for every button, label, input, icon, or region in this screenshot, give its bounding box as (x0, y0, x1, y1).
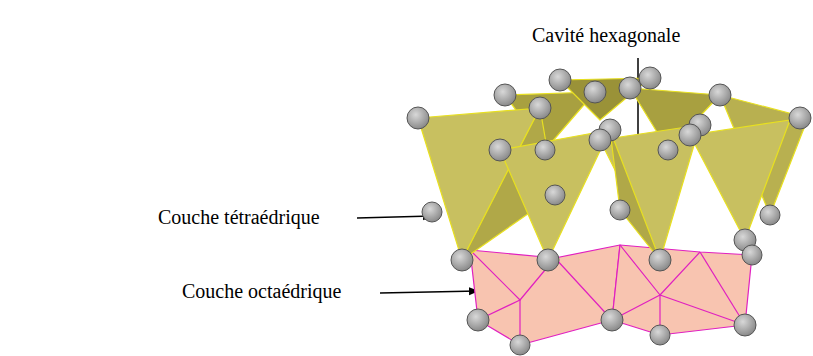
layer-label: Couche tétraédrique (158, 206, 320, 228)
layer-label: Couche octaédrique (182, 280, 341, 302)
octahedral-layer (470, 245, 752, 345)
oxygen-spheres (407, 67, 811, 355)
layer-label: Cavité hexagonale (532, 24, 680, 46)
tetrahedral-layer (418, 78, 808, 260)
